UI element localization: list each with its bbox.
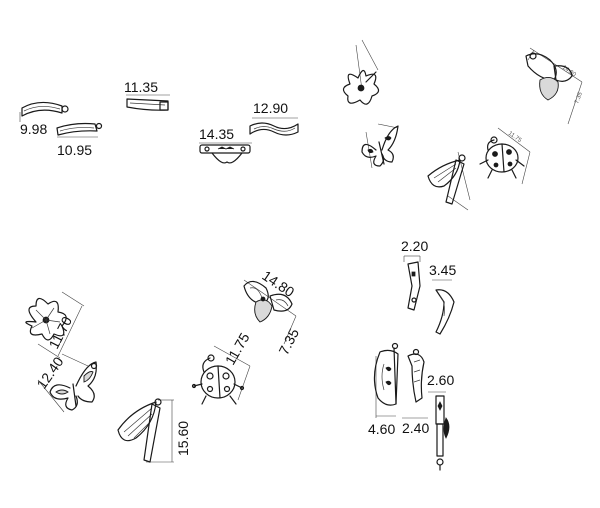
ladybug-earring-large	[191, 345, 251, 405]
dimension-4-60: 4.60	[368, 421, 395, 437]
dimension-10-95: 10.95	[57, 142, 92, 158]
dimension-11-35: 11.35	[124, 79, 158, 95]
dragonfly-earring-large	[117, 398, 174, 463]
dimension-14-35: 14.35	[199, 126, 234, 142]
curved-bar-medium	[56, 122, 103, 138]
dimension-7-35: 7.35	[275, 326, 302, 358]
curved-bar-small	[19, 101, 69, 122]
side-view-f	[443, 417, 450, 439]
bee-earring-large	[243, 279, 297, 345]
dimension-11-75: 11.75	[222, 330, 253, 368]
side-view-d	[402, 348, 428, 419]
dimension-15-60: 15.60	[175, 421, 191, 456]
dimension-9-98: 9.98	[20, 121, 47, 137]
side-view-b	[432, 279, 455, 335]
flower-earring-large	[25, 291, 85, 359]
flower-earring-small	[342, 39, 380, 105]
butterfly-earring-small	[361, 123, 399, 169]
dimension-12-40: 12.40	[33, 354, 66, 392]
side-view-e	[428, 391, 446, 471]
ladybug-small-dim: 11.75	[507, 131, 523, 145]
bee-earring-small: 14.80 7.35	[525, 47, 584, 125]
dimension-12-90: 12.90	[253, 100, 288, 116]
side-view-c	[373, 342, 399, 418]
heart-connector	[199, 142, 252, 164]
dragonfly-earring-small	[427, 151, 471, 211]
butterfly-earring-large	[37, 353, 98, 413]
straight-bar	[126, 94, 170, 111]
side-view-a	[403, 255, 421, 311]
dimension-2-60: 2.60	[427, 372, 454, 388]
dimension-2-20: 2.20	[401, 238, 428, 254]
dimension-2-40: 2.40	[402, 420, 429, 436]
dimension-3-45: 3.45	[429, 262, 456, 278]
dimension-14-80: 14.80	[259, 267, 297, 300]
ladybug-earring-small: 11.75	[479, 127, 531, 185]
bee-small-side-dim: 7.35	[574, 91, 584, 105]
wave-bar	[249, 117, 299, 136]
